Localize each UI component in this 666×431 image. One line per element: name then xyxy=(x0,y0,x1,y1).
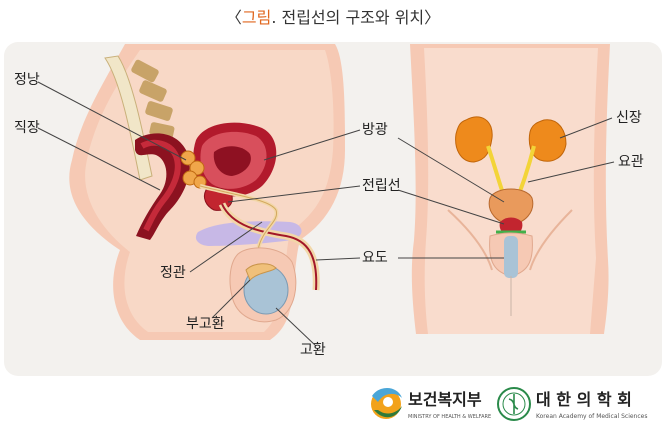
label-urethra: 요도 xyxy=(362,250,388,266)
ministry-emblem xyxy=(371,388,402,419)
ministry-subtitle: MINISTRY OF HEALTH & WELFARE xyxy=(408,414,491,420)
label-prostate: 전립선 xyxy=(362,178,401,194)
label-epididymis: 부고환 xyxy=(186,316,225,332)
label-testis: 고환 xyxy=(300,342,326,358)
association-logo: 대 한 의 학 회 Korean Academy of Medical Scie… xyxy=(498,388,647,420)
label-seminal-vesicle: 정낭 xyxy=(14,72,40,88)
kidney-left xyxy=(456,117,493,162)
sagittal-view: 정낭 직장 방광 전립선 요도 정관 부고환 고환 xyxy=(14,44,401,358)
label-bladder: 방광 xyxy=(362,122,388,138)
kidney-right xyxy=(529,120,566,161)
label-kidney: 신장 xyxy=(616,110,642,126)
label-ureter: 요관 xyxy=(618,154,644,170)
ministry-logo: 보건복지부 MINISTRY OF HEALTH & WELFARE xyxy=(371,388,491,420)
association-name: 대 한 의 학 회 xyxy=(536,390,632,409)
ministry-name: 보건복지부 xyxy=(408,390,482,409)
urethra-frontal xyxy=(504,236,518,278)
frontal-view: 신장 요관 xyxy=(398,44,644,334)
association-seal xyxy=(498,388,530,420)
label-rectum: 직장 xyxy=(14,120,40,136)
label-vas-deferens: 정관 xyxy=(160,265,186,281)
association-subtitle: Korean Academy of Medical Sciences xyxy=(536,413,647,420)
